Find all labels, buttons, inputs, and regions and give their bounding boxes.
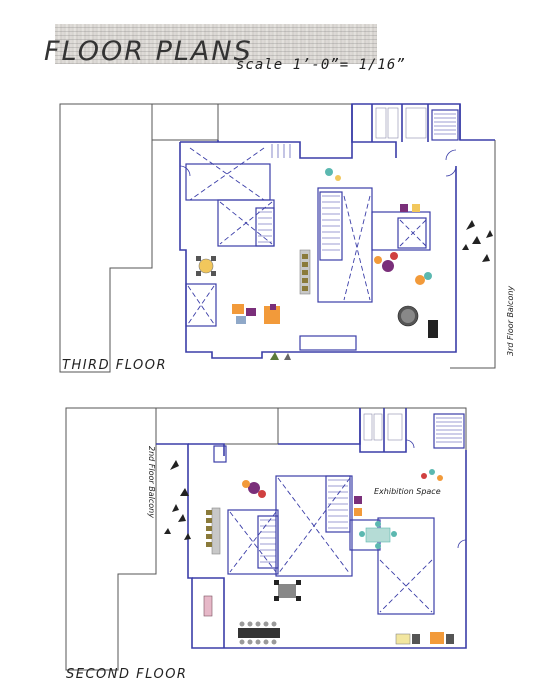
second-east-box: [377, 517, 435, 615]
second-floor-plan: [65, 407, 467, 671]
third-central-core: [317, 187, 373, 303]
third-central-stair: [319, 191, 343, 261]
third-stair-north: [431, 109, 459, 141]
third-furniture: [196, 168, 438, 360]
second-stair-north: [433, 413, 465, 449]
third-core-wall: [351, 104, 397, 158]
second-sw-room: [192, 577, 225, 648]
third-east-void: [397, 217, 427, 249]
scale-note: scale 1’-0”= 1/16”: [236, 57, 406, 73]
third-adjacent-building: [59, 103, 153, 373]
page-title: FLOOR PLANS: [44, 36, 253, 67]
third-north-wall: [180, 103, 495, 159]
third-floor-balcony-label: 3rd Floor Balcony: [506, 285, 515, 356]
second-adjacent-building: [65, 407, 157, 671]
third-south-bench: [299, 335, 357, 351]
newsprint-collage: [55, 24, 377, 64]
second-north-wall: [278, 408, 361, 445]
second-adjacent-annex: [156, 407, 279, 445]
third-balcony-outline: [450, 140, 496, 369]
second-furniture: [203, 469, 454, 645]
second-floor-balcony-label: 2nd Floor Balcony: [147, 446, 156, 518]
second-restroom-walls: [359, 408, 407, 453]
third-floor-plan: [59, 103, 496, 373]
third-adjacent-annex: [152, 103, 219, 141]
third-stair-west: [255, 207, 275, 247]
exhibition-space-label: Exhibition Space: [374, 487, 441, 496]
third-void-a: [185, 163, 271, 201]
third-southwest-void: [185, 283, 217, 327]
second-stair-west: [257, 515, 279, 569]
second-central-stair: [325, 475, 351, 533]
second-perimeter-wall: [156, 443, 467, 649]
third-floor-label: THIRD FLOOR: [62, 358, 168, 373]
third-restroom-walls: [371, 104, 429, 142]
third-perimeter-wall: [179, 142, 457, 359]
second-floor-label: SECOND FLOOR: [66, 667, 188, 682]
